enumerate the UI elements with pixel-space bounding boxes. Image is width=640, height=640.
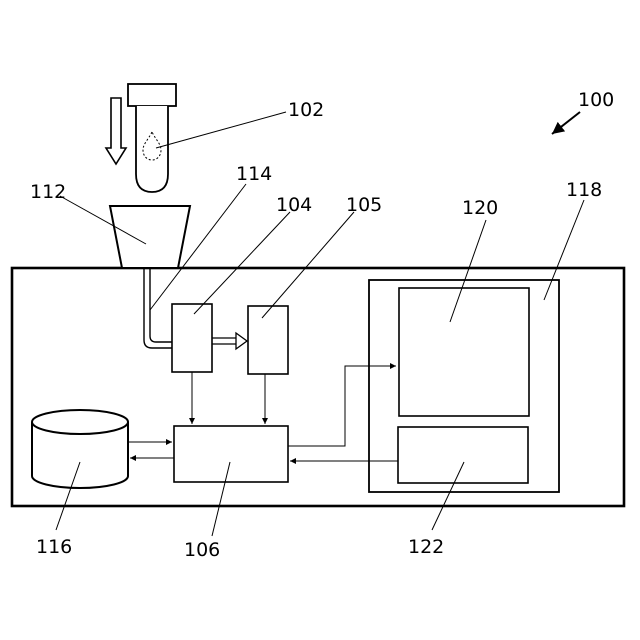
label-106: 106: [184, 539, 220, 561]
sensor-b-box: [248, 306, 288, 374]
label-105: 105: [346, 194, 382, 216]
system-pointer-arrow: [552, 112, 580, 134]
funnel: [110, 206, 190, 268]
display-screen-box: [399, 288, 529, 416]
label-112: 112: [30, 181, 66, 203]
label-100: 100: [578, 89, 614, 111]
label-114: 114: [236, 163, 272, 185]
label-104: 104: [276, 194, 312, 216]
label-116: 116: [36, 536, 72, 558]
leader-102: [156, 112, 286, 148]
label-122: 122: [408, 536, 444, 558]
processor-box: [174, 426, 288, 482]
label-118: 118: [566, 179, 602, 201]
input-panel-box: [398, 427, 528, 483]
label-102: 102: [288, 99, 324, 121]
sensor-a-box: [172, 304, 212, 372]
insert-direction-arrow: [106, 98, 126, 164]
storage-cylinder: [32, 410, 128, 488]
label-120: 120: [462, 197, 498, 219]
sample-tube: [128, 84, 176, 192]
